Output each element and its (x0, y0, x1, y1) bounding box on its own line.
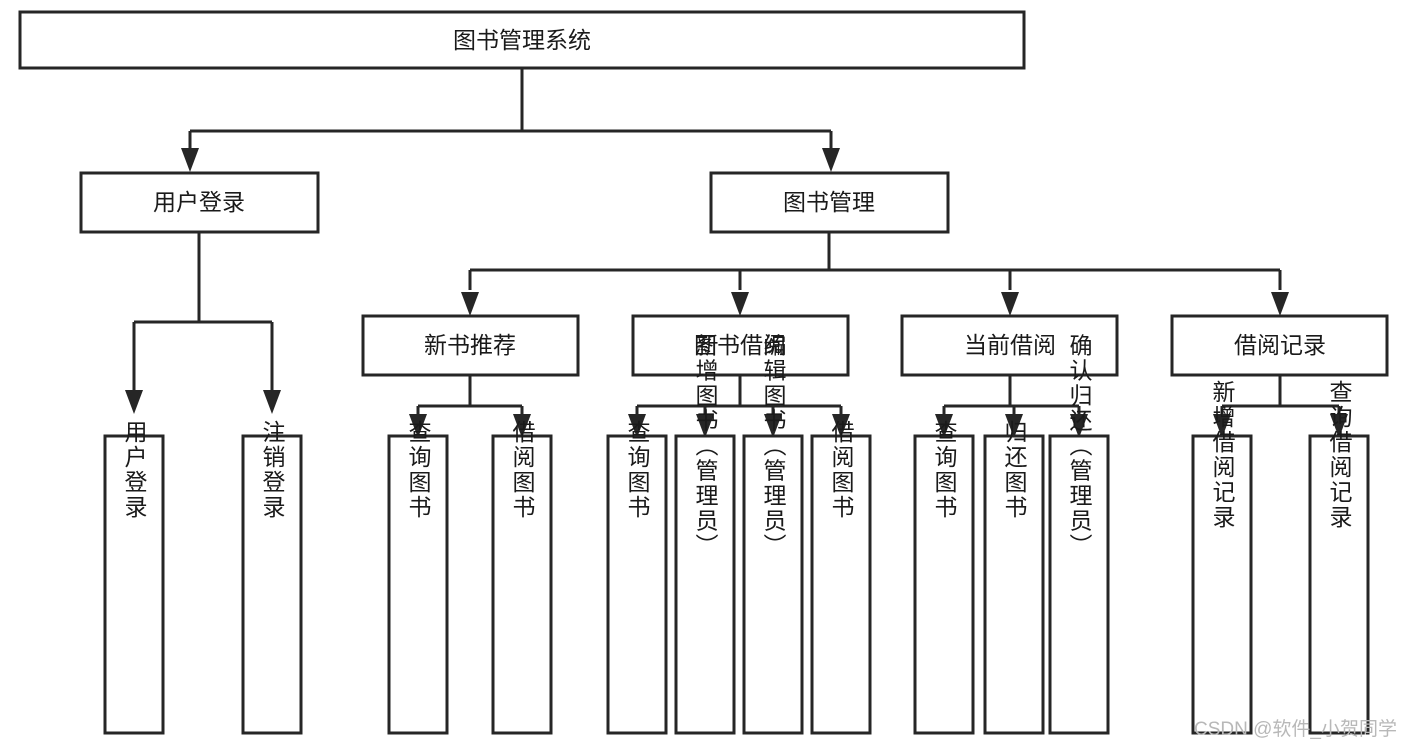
node-user-login-box[interactable] (79, 171, 320, 234)
node-borrow-record[interactable]: 借阅记录 (1170, 314, 1389, 377)
arrow-icon (1001, 292, 1019, 316)
node-user-login-label: 用户登录 (153, 189, 245, 215)
leaf-borrow-record-0-box[interactable] (1191, 434, 1253, 735)
node-borrow-record-label: 借阅记录 (1234, 332, 1326, 358)
node-borrow-record-box[interactable] (1170, 314, 1389, 377)
leaf-current-borrow-0-box[interactable] (913, 434, 975, 735)
node-root-box[interactable] (18, 10, 1026, 70)
leaf-current-borrow-0-label: 查询图书 (931, 420, 958, 520)
arrow-icon (822, 148, 840, 172)
leaf-book-borrow-3-box[interactable] (810, 434, 872, 735)
leaf-new-book-recommend-1-box[interactable] (491, 434, 553, 735)
leaf-borrow-record-1-box[interactable] (1308, 434, 1370, 735)
node-user-login[interactable]: 用户登录 (79, 171, 320, 234)
leaf-book-borrow-0-box[interactable] (606, 434, 668, 735)
leaf-new-book-recommend-1-label: 借阅图书 (509, 420, 536, 520)
edge-book-management-to-level3 (461, 232, 1289, 316)
arrow-icon (461, 292, 479, 316)
leaf-current-borrow-2[interactable]: 确认归还（管理员） (1048, 334, 1110, 735)
node-book-borrow[interactable]: 图书借阅 (631, 314, 850, 377)
leaf-current-borrow-1-box[interactable] (983, 434, 1045, 735)
leaf-user-login-1[interactable]: 注销登录 (241, 420, 303, 735)
leaf-borrow-record-0[interactable]: 新增借阅记录 (1191, 380, 1253, 735)
leaf-book-borrow-2-label: 编辑图书（管理员） (760, 334, 787, 559)
leaf-user-login-1-box[interactable] (241, 434, 303, 735)
leaf-borrow-record-1[interactable]: 查询借阅记录 (1308, 380, 1370, 735)
leaf-new-book-recommend-1[interactable]: 借阅图书 (491, 420, 553, 735)
leaf-current-borrow-1[interactable]: 归还图书 (983, 420, 1045, 735)
leaf-current-borrow-2-label: 确认归还（管理员） (1066, 334, 1093, 559)
edge-new-book-recommend-to-leaves (409, 375, 531, 438)
leaf-current-borrow-0[interactable]: 查询图书 (913, 420, 975, 735)
node-root[interactable]: 图书管理系统 (18, 10, 1026, 70)
leaf-user-login-0[interactable]: 用户登录 (103, 420, 165, 735)
leaf-book-borrow-1[interactable]: 新增图书（管理员） (674, 334, 736, 735)
leaf-book-borrow-1-label: 新增图书（管理员） (692, 334, 719, 559)
node-book-management-label: 图书管理 (783, 189, 875, 215)
edge-borrow-record-to-leaves (1213, 375, 1348, 438)
leaf-book-borrow-3[interactable]: 借阅图书 (810, 420, 872, 735)
leaf-new-book-recommend-0[interactable]: 查询图书 (387, 420, 449, 735)
arrow-icon (1271, 292, 1289, 316)
arrow-icon (181, 148, 199, 172)
edge-user-login-to-leaves (125, 232, 281, 414)
leaf-current-borrow-2-box[interactable] (1048, 434, 1110, 735)
arrow-icon (731, 292, 749, 316)
arrow-icon (125, 390, 143, 414)
leaf-book-borrow-0-label: 查询图书 (624, 420, 651, 520)
leaf-new-book-recommend-0-label: 查询图书 (405, 420, 432, 520)
node-root-label: 图书管理系统 (453, 27, 591, 53)
node-new-book-recommend-label: 新书推荐 (424, 332, 516, 358)
node-new-book-recommend-box[interactable] (361, 314, 580, 377)
leaf-book-borrow-3-label: 借阅图书 (828, 420, 855, 520)
arrow-icon (263, 390, 281, 414)
edge-root-to-level2 (181, 68, 840, 172)
leaf-user-login-0-label: 用户登录 (121, 420, 148, 520)
node-book-management[interactable]: 图书管理 (709, 171, 950, 234)
leaf-borrow-record-1-label: 查询借阅记录 (1326, 380, 1353, 530)
leaf-current-borrow-1-label: 归还图书 (1001, 420, 1028, 520)
edge-current-borrow-to-leaves (935, 375, 1088, 438)
node-book-borrow-label: 图书借阅 (694, 332, 786, 358)
leaf-book-borrow-0[interactable]: 查询图书 (606, 420, 668, 735)
node-current-borrow-label: 当前借阅 (964, 332, 1056, 358)
leaf-borrow-record-0-label: 新增借阅记录 (1209, 380, 1236, 530)
leaf-book-borrow-2[interactable]: 编辑图书（管理员） (742, 334, 804, 735)
leaf-book-borrow-2-box[interactable] (742, 434, 804, 735)
edge-book-borrow-to-leaves (628, 375, 850, 438)
leaf-user-login-0-box[interactable] (103, 434, 165, 735)
node-new-book-recommend[interactable]: 新书推荐 (361, 314, 580, 377)
leaf-user-login-1-label: 注销登录 (259, 420, 286, 520)
leaf-new-book-recommend-0-box[interactable] (387, 434, 449, 735)
leaf-book-borrow-1-box[interactable] (674, 434, 736, 735)
